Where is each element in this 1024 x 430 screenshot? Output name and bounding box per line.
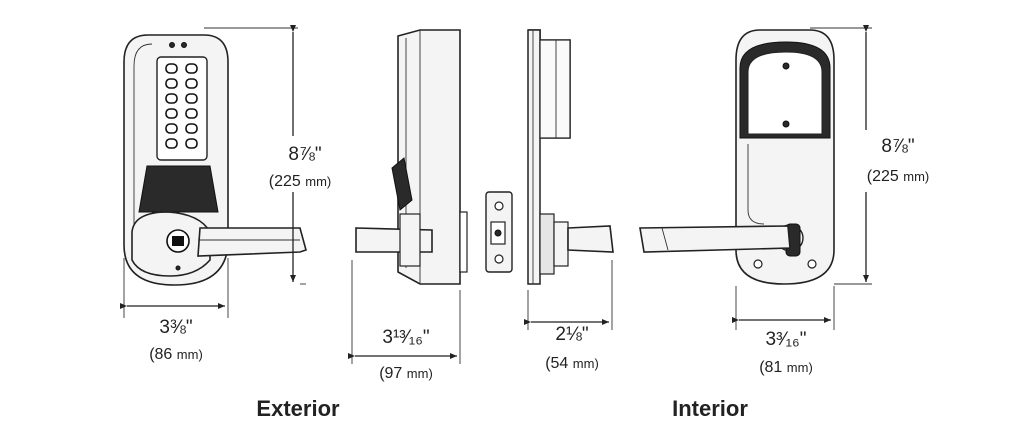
interior-lock-drawing [639, 29, 835, 285]
interior-dimensions [732, 25, 872, 330]
latch-faceplate [485, 191, 513, 273]
grip-band [138, 165, 219, 213]
keypad-key [165, 138, 178, 149]
keypad-key [185, 123, 198, 134]
interior-width-label: 3³⁄₁₆" [766, 329, 807, 350]
interior-caption: Interior [672, 396, 748, 421]
led-indicator [181, 42, 187, 48]
led-indicator [169, 42, 175, 48]
keypad-key [165, 93, 178, 104]
side-lever [355, 227, 433, 253]
interior-height-metric: (225 mm) [867, 168, 929, 185]
interior-side-depth-metric: (54 mm) [545, 355, 599, 372]
side-depth-label: 3¹³⁄₁₆" [382, 327, 429, 348]
side-depth-metric: (97 mm) [379, 365, 433, 382]
keypad-key [185, 93, 198, 104]
interior-side-drawing [527, 29, 614, 285]
keypad-key [165, 63, 178, 74]
battery-cover [739, 41, 831, 139]
keypad-key [185, 78, 198, 89]
keypad-key [185, 108, 198, 119]
exterior-height-label: 8⅞" [288, 144, 321, 165]
interior-side-depth-label: 2⅛" [555, 324, 588, 345]
exterior-dimensions [120, 25, 306, 318]
exterior-lock-drawing [123, 34, 307, 286]
interior-height-label: 8⅞" [881, 136, 914, 157]
exterior-height-metric: (225 mm) [269, 173, 331, 190]
grip-band-side [391, 157, 413, 211]
keypad-key [165, 123, 178, 134]
exterior-width-label: 3⅜" [159, 317, 192, 338]
exterior-width-metric: (86 mm) [149, 346, 203, 363]
interior-width-metric: (81 mm) [759, 359, 813, 376]
interior-side-lever [567, 225, 614, 253]
keypad [156, 56, 208, 161]
side-profile-dimensions [348, 260, 461, 364]
interior-lever [639, 225, 791, 253]
exterior-caption: Exterior [256, 396, 340, 421]
side-profile-drawing [355, 29, 468, 285]
keypad-key [185, 63, 198, 74]
keypad-key [185, 138, 198, 149]
exterior-lever [197, 227, 307, 257]
interior-side-dimensions [524, 260, 613, 330]
keypad-key [165, 78, 178, 89]
keypad-key [165, 108, 178, 119]
